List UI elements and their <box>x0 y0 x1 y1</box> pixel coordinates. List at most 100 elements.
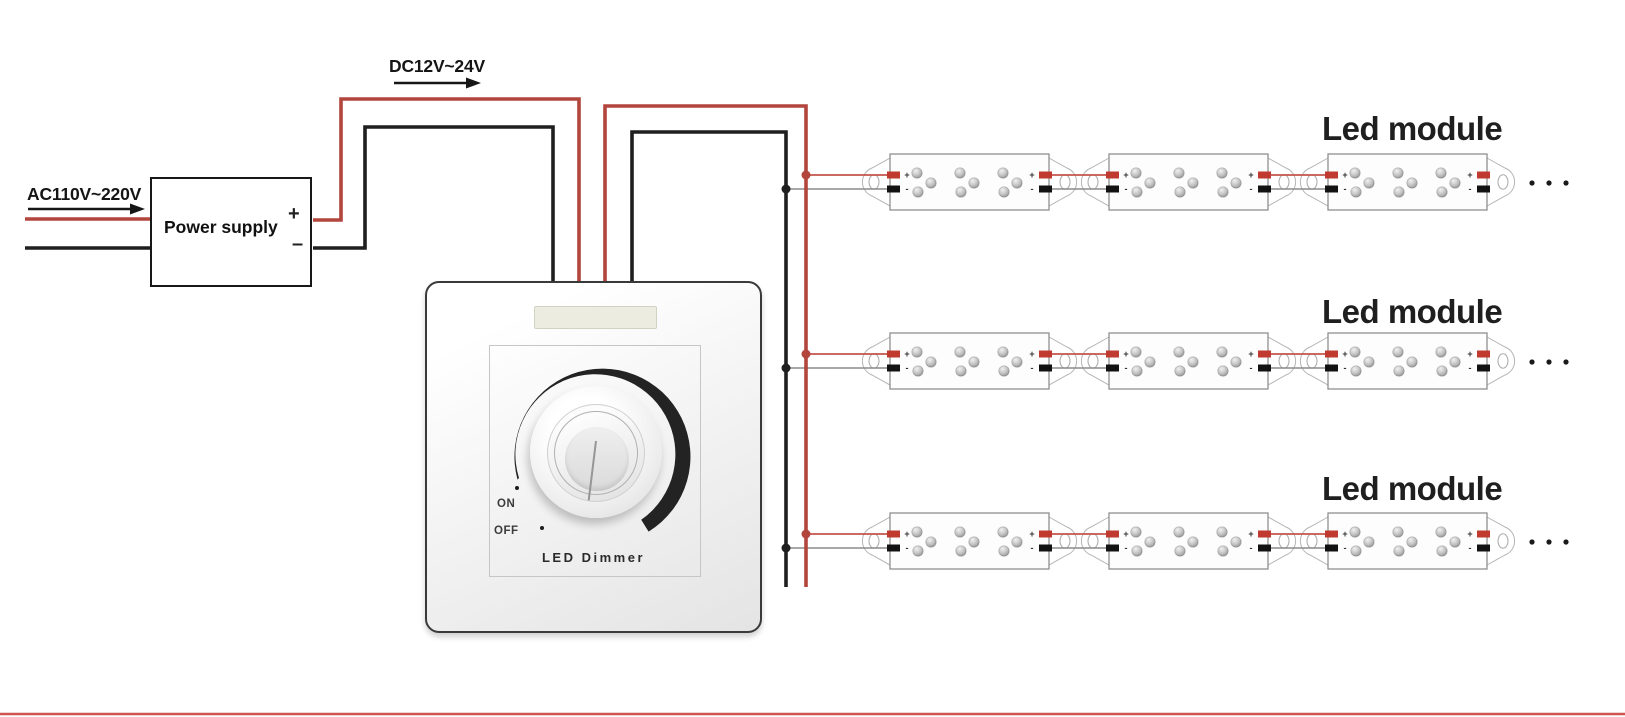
terminal-negative-mark: - <box>1344 184 1347 194</box>
continuation-dot <box>1546 539 1552 545</box>
terminal-positive <box>887 171 900 179</box>
led <box>1350 186 1362 198</box>
terminal-negative <box>1325 544 1338 552</box>
terminal-positive-mark: + <box>1342 529 1347 539</box>
led <box>1436 545 1448 557</box>
terminal-positive <box>1039 350 1052 358</box>
led <box>968 356 980 368</box>
terminal-negative <box>1477 364 1490 372</box>
terminal-negative <box>887 364 900 372</box>
mounting-hole <box>1087 353 1099 369</box>
terminal-positive <box>887 350 900 358</box>
terminal-negative <box>1477 544 1490 552</box>
terminal-positive <box>1477 530 1490 538</box>
terminal-positive-mark: + <box>1029 529 1034 539</box>
power-wire <box>603 104 808 587</box>
led <box>1130 526 1142 538</box>
led <box>997 346 1009 358</box>
power-supply-box: Power supply + – <box>150 177 312 287</box>
led <box>1173 346 1185 358</box>
terminal-negative <box>1325 364 1338 372</box>
terminal-negative <box>1039 544 1052 552</box>
terminal-positive <box>1325 350 1338 358</box>
led <box>1435 346 1447 358</box>
led <box>1436 365 1448 377</box>
led <box>997 167 1009 179</box>
terminal-positive-mark: + <box>904 170 909 180</box>
terminal-positive <box>887 530 900 538</box>
led <box>1435 526 1447 538</box>
led <box>1349 167 1361 179</box>
mounting-hole <box>1497 174 1509 190</box>
mounting-hole <box>1306 174 1318 190</box>
led-row <box>861 153 1516 211</box>
led <box>1393 365 1405 377</box>
knob-center <box>565 427 629 491</box>
terminal-positive-mark: + <box>1248 349 1253 359</box>
led <box>1130 167 1142 179</box>
terminal-negative-mark: - <box>1344 543 1347 553</box>
terminal-negative-mark: - <box>1469 543 1472 553</box>
terminal-positive <box>1325 171 1338 179</box>
terminal-negative-mark: - <box>906 184 909 194</box>
led-row-label: Led module <box>1322 110 1503 147</box>
led <box>925 536 937 548</box>
terminal-positive <box>1258 530 1271 538</box>
led <box>925 177 937 189</box>
terminal-positive <box>1039 530 1052 538</box>
mounting-hole <box>868 533 880 549</box>
terminal-positive-mark: + <box>1123 349 1128 359</box>
led <box>1011 177 1023 189</box>
led <box>955 545 967 557</box>
led <box>1349 526 1361 538</box>
led <box>911 346 923 358</box>
terminal-negative <box>1258 364 1271 372</box>
led-row <box>861 512 1516 570</box>
led <box>1187 356 1199 368</box>
power-wire <box>313 97 581 283</box>
mounting-hole <box>1278 353 1290 369</box>
led <box>1144 356 1156 368</box>
mounting-hole <box>1059 174 1071 190</box>
terminal-negative-mark: - <box>1250 184 1253 194</box>
mounting-hole <box>868 353 880 369</box>
mounting-hole <box>868 174 880 190</box>
led <box>1363 356 1375 368</box>
knob-ring <box>554 411 638 495</box>
terminal-negative <box>1258 544 1271 552</box>
led <box>998 186 1010 198</box>
terminal-negative-mark: - <box>1031 184 1034 194</box>
mounting-hole <box>1278 533 1290 549</box>
junction-negative <box>781 184 791 194</box>
mounting-hole <box>1087 533 1099 549</box>
negative-terminal-label: – <box>292 233 304 255</box>
led <box>1144 536 1156 548</box>
led <box>1187 536 1199 548</box>
terminal-positive-mark: + <box>904 349 909 359</box>
led <box>1350 545 1362 557</box>
continuation-dot <box>1563 539 1569 545</box>
terminal-negative-mark: - <box>1125 543 1128 553</box>
led <box>1392 167 1404 179</box>
terminal-negative-mark: - <box>1125 184 1128 194</box>
terminal-negative <box>1039 364 1052 372</box>
led <box>968 536 980 548</box>
terminal-negative-mark: - <box>906 543 909 553</box>
continuation-dot <box>1546 180 1552 186</box>
led <box>954 346 966 358</box>
terminal-negative-mark: - <box>1125 363 1128 373</box>
led <box>1131 365 1143 377</box>
continuation-dot <box>1529 359 1535 365</box>
power-wire <box>630 130 788 587</box>
terminal-negative-mark: - <box>1031 363 1034 373</box>
led <box>1174 545 1186 557</box>
junction-positive <box>801 170 811 180</box>
led <box>998 545 1010 557</box>
on-label: ON <box>497 498 516 510</box>
terminal-negative <box>1039 185 1052 193</box>
terminal-negative-mark: - <box>1344 363 1347 373</box>
led <box>1449 536 1461 548</box>
led <box>1216 526 1228 538</box>
mounting-hole <box>1497 533 1509 549</box>
terminal-positive-mark: + <box>1029 349 1034 359</box>
